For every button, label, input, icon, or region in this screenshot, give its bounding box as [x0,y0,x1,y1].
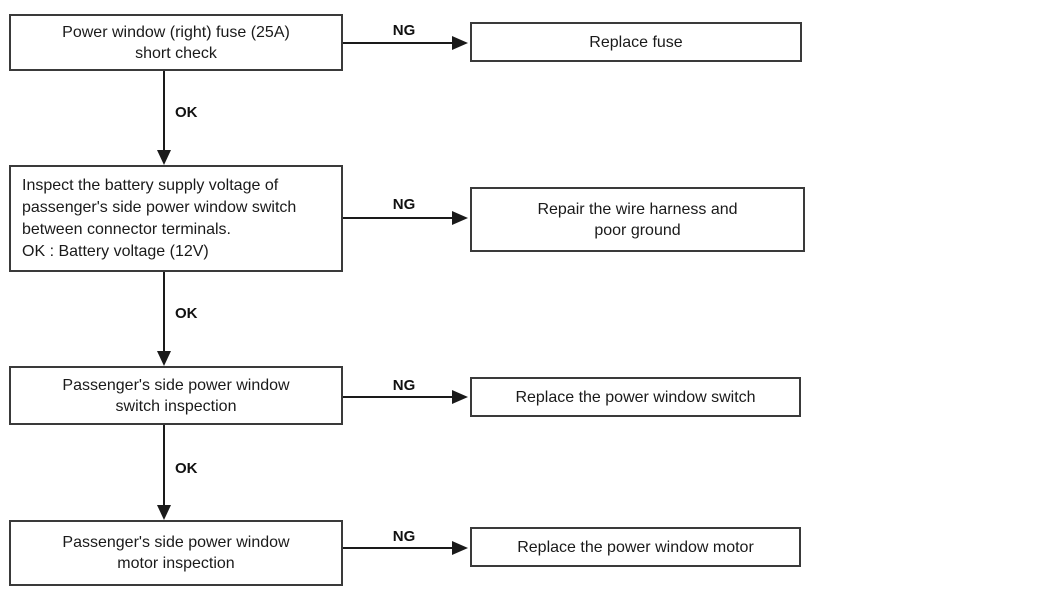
arrow-shaft [343,217,456,219]
arrowhead-down-icon [157,351,171,366]
ng-arrow [343,541,468,555]
arrowhead-right-icon [452,390,468,404]
step-text: Inspect the battery supply voltage of pa… [22,176,297,260]
step-text: Power window (right) fuse (25A) short ch… [62,23,290,62]
result-box-replace-motor: Replace the power window motor [470,527,801,567]
ng-arrow [343,390,468,404]
result-box-replace-fuse: Replace fuse [470,22,802,62]
arrow-shaft [343,547,456,549]
step-text: Passenger's side power window motor insp… [62,534,290,572]
ok-connector-arrow [157,272,172,366]
ng-arrow [343,211,468,225]
ok-label: OK [175,460,198,477]
arrowhead-down-icon [157,505,171,520]
arrow-shaft [163,272,165,355]
ok-connector-arrow [157,425,172,520]
result-text: Replace the power window motor [517,538,754,556]
step-box-motor-inspection: Passenger's side power window motor insp… [9,520,343,586]
arrowhead-right-icon [452,541,468,555]
arrow-shaft [163,425,165,509]
step-text: Passenger's side power window switch ins… [62,376,290,415]
step-box-battery-voltage-inspection: Inspect the battery supply voltage of pa… [9,165,343,272]
arrow-shaft [343,396,456,398]
ng-arrow [343,36,468,50]
step-box-switch-inspection: Passenger's side power window switch ins… [9,366,343,425]
result-box-replace-switch: Replace the power window switch [470,377,801,417]
result-text: Replace fuse [589,33,683,51]
ok-label: OK [175,305,198,322]
ok-label: OK [175,104,198,121]
result-text: Repair the wire harness and poor ground [537,200,738,239]
result-box-repair-wire-harness: Repair the wire harness and poor ground [470,187,805,252]
result-text: Replace the power window switch [515,388,756,406]
ng-label: NG [392,196,416,213]
arrow-shaft [343,42,456,44]
ok-connector-arrow [157,71,172,165]
arrowhead-right-icon [452,211,468,225]
ng-label: NG [392,528,416,545]
arrowhead-down-icon [157,150,171,165]
arrowhead-right-icon [452,36,468,50]
arrow-shaft [163,71,165,154]
ng-label: NG [392,377,416,394]
ng-label: NG [392,22,416,39]
step-box-fuse-short-check: Power window (right) fuse (25A) short ch… [9,14,343,71]
